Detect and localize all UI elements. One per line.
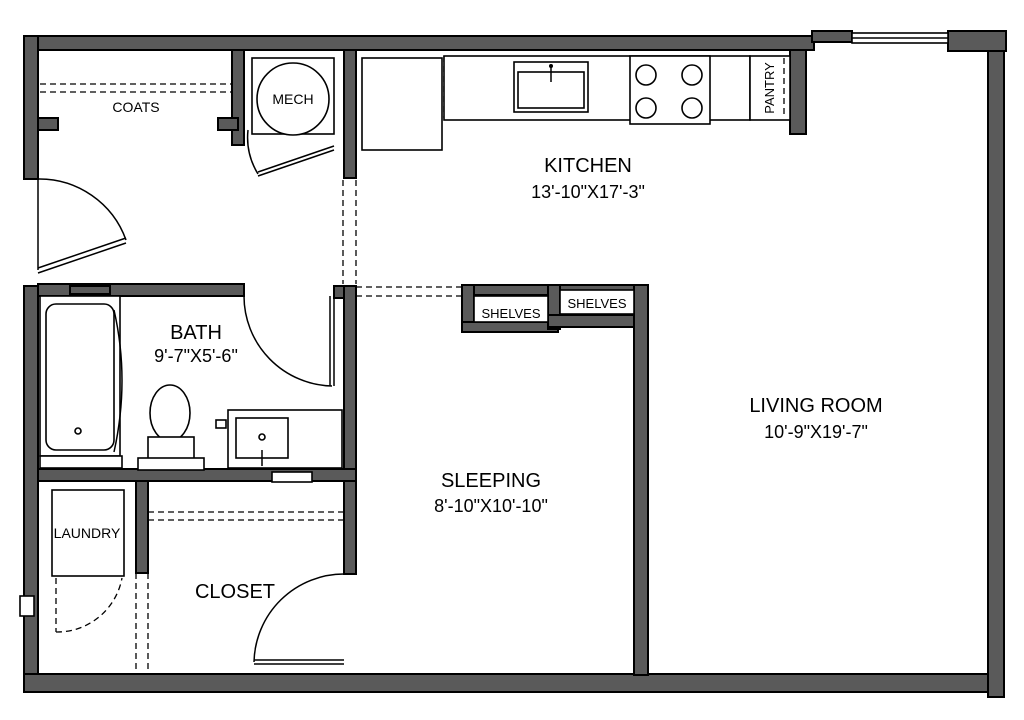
- mech-unit: [251, 57, 335, 136]
- closet-right-wall: [343, 475, 357, 575]
- laundry-label: LAUNDRY: [54, 525, 121, 541]
- shelves-bottom-wall: [461, 321, 559, 333]
- laundry-closet-wall: [135, 480, 149, 574]
- bottom-wall: [23, 673, 1005, 693]
- sleeping-size: 8'-10"X10'-10": [434, 496, 548, 516]
- coats-wall-stub: [217, 117, 239, 131]
- coats-label: COATS: [112, 99, 159, 115]
- toilet: [137, 384, 205, 471]
- left-wall-lower: [23, 285, 39, 693]
- mech-door: [246, 129, 335, 177]
- exterior-walls: [23, 30, 1007, 698]
- kitchen-size: 13'-10"X17'-3": [531, 182, 645, 202]
- bath-door: [243, 295, 335, 387]
- bathroom-vanity: [215, 409, 343, 469]
- shelves-right-bottom: [547, 314, 647, 328]
- shelves-left-label: SHELVES: [481, 306, 540, 321]
- kitchen-sink: [513, 61, 589, 113]
- shower-curtain: [113, 309, 123, 453]
- kitchen-name: KITCHEN: [544, 155, 632, 177]
- pantry: [749, 55, 791, 121]
- entry-door: [37, 178, 127, 274]
- shelves-left-box: [473, 295, 549, 323]
- bath-top-wall: [37, 283, 245, 297]
- bath-name: BATH: [170, 322, 222, 344]
- closet-name: CLOSET: [195, 581, 275, 603]
- pantry-wall: [789, 49, 807, 135]
- shelves-right-label: SHELVES: [567, 296, 626, 311]
- window: [851, 32, 949, 44]
- top-wall-right: [947, 30, 1007, 52]
- stove: [629, 55, 711, 125]
- bath-right-wall: [343, 285, 357, 477]
- top-wall-left: [23, 35, 815, 51]
- laundry-machine: [51, 489, 125, 577]
- living-room-size: 10'-9"X19'-7": [764, 422, 868, 442]
- living-room-name: LIVING ROOM: [749, 395, 882, 417]
- mech-label: MECH: [272, 91, 313, 107]
- coats-wall-stub-left: [37, 117, 59, 131]
- left-wall-upper: [23, 35, 39, 180]
- bath-size: 9'-7"X5'-6": [154, 346, 238, 366]
- closet-door: [253, 573, 345, 665]
- mech-kitchen-wall: [343, 49, 357, 179]
- tub-step: [39, 455, 123, 469]
- pantry-label: PANTRY: [762, 62, 777, 114]
- refrigerator: [361, 57, 443, 151]
- laundry-door: [55, 577, 123, 633]
- shelves-right-box: [559, 289, 635, 315]
- sleeping-living-wall: [633, 284, 649, 676]
- top-wall-step: [811, 30, 853, 43]
- bathtub: [39, 285, 121, 457]
- vent-grille: [271, 471, 313, 483]
- right-wall: [987, 50, 1005, 698]
- laundry-vent: [19, 595, 35, 617]
- sleeping-name: SLEEPING: [441, 470, 541, 492]
